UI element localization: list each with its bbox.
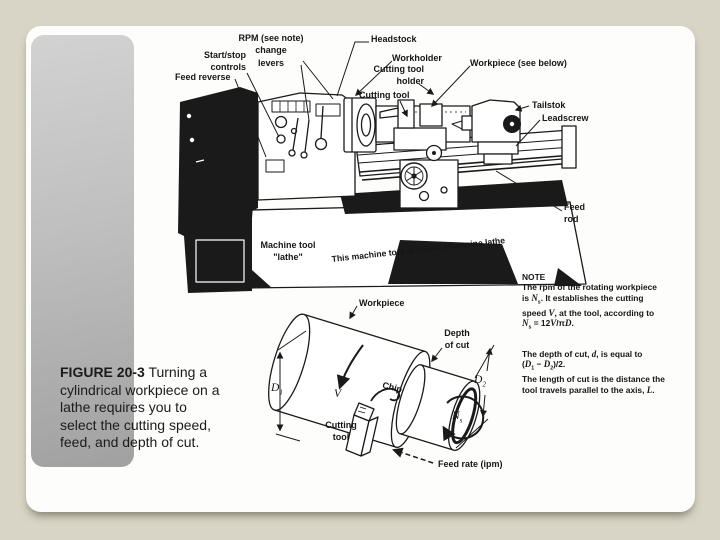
caption-line: lathe requires you to (60, 399, 187, 415)
lathe-carriage (379, 99, 459, 209)
tool-holder-post (419, 103, 443, 127)
caption-line: select the cutting speed, (60, 416, 211, 433)
lathe-headstock (257, 92, 356, 201)
label-leadscrew: Leadscrew (542, 113, 589, 123)
label-headstock: Headstock (371, 34, 417, 44)
note-line: The depth of cut, d, is equal to (522, 348, 643, 359)
chip-curl (370, 387, 401, 402)
label-d1: D1 (271, 382, 283, 397)
note-line: (D1 − D2)/2. (522, 359, 566, 372)
turning-annotations (275, 305, 495, 464)
label-machine-tool-lathe: Machine tool"lathe" (260, 240, 316, 263)
turning-drawing (268, 305, 495, 464)
lathe-drawing (178, 41, 587, 293)
label-v: V (334, 388, 342, 400)
label-turning-workpiece: Workpiece (359, 298, 405, 308)
figure-number: FIGURE 20-3 (60, 364, 145, 380)
d2-dimension (455, 344, 495, 449)
label-feed-rate: Feed rate (ipm) (438, 459, 503, 469)
figure-caption: FIGURE 20-3 Turning a cylindrical workpi… (60, 364, 245, 452)
note-heading: NOTE (522, 272, 546, 282)
note-line: The rpm of the rotating workpiece (522, 282, 657, 293)
label-ns: Ns (452, 410, 463, 425)
label-d2: D2 (474, 374, 486, 389)
note-line: Ns = 12V/πD. (522, 318, 574, 332)
turning-cutting-tool (345, 402, 379, 457)
label-workpiece-see-below: Workpiece (see below) (470, 58, 567, 68)
lathe-cabinet (178, 87, 258, 293)
rotation-arrow (442, 395, 485, 442)
note-line: tool travels parallel to the axis, L. (522, 384, 655, 395)
label-cutting-tool: Cutting tool (359, 90, 410, 100)
cutting-speed-arrow (336, 344, 364, 390)
cutting-tool-bar (379, 107, 399, 119)
note-line: speed V, at the tool, according to (522, 308, 655, 319)
lathe-tailstock (451, 99, 521, 165)
workpiece-leader (349, 305, 358, 320)
note-line: is Ns. It establishes the cutting (522, 292, 644, 306)
feed-rate-arrow (392, 447, 434, 464)
lathe-chuck (343, 97, 377, 153)
d1-dimension (275, 330, 307, 442)
leadscrew-rod (359, 154, 574, 173)
caption-line: cylindrical workpiece on a (60, 381, 220, 398)
accent-strip (31, 35, 134, 467)
depth-of-cut-arrow (431, 347, 443, 363)
label-feed-reverse: Feed reverse (175, 72, 231, 82)
feed-rod (361, 162, 575, 181)
turning-cylinder (268, 313, 481, 451)
lathe-leader-lines (234, 41, 563, 212)
caption-line: feed, and depth of cut. (60, 434, 200, 450)
note-line: The length of cut is the distance the (522, 374, 665, 385)
label-workholder: Workholder (392, 53, 442, 63)
caption-line: FIGURE 20-3 Turning a (60, 364, 208, 380)
label-tailstock: Tailstok (532, 100, 566, 110)
note-block: NOTE The rpm of the rotating workpiece i… (522, 272, 692, 395)
